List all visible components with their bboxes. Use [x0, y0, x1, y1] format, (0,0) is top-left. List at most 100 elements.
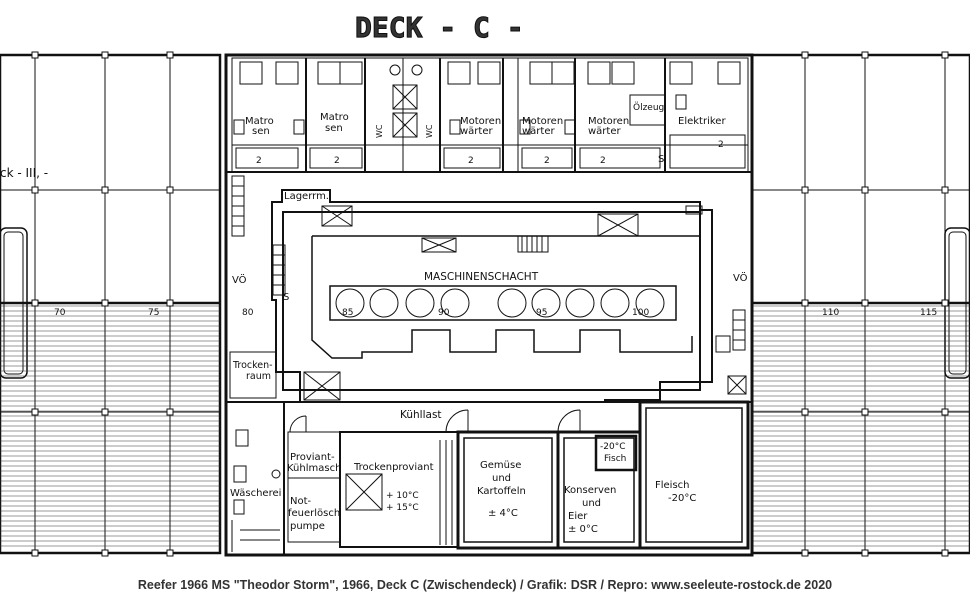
- right-hold-hatching: [752, 306, 970, 546]
- frame-post: [167, 187, 173, 193]
- room-label-lagerrm: Lagerrm.: [284, 191, 329, 202]
- frame-post: [942, 300, 948, 306]
- room-label-notfeuer-3: pumpe: [290, 521, 325, 532]
- frame-number-75: 75: [148, 308, 159, 318]
- frame-number-90: 90: [438, 308, 450, 318]
- room-label-notfeuer-2: feuerlösch: [288, 508, 340, 519]
- gemuse-temp: ± 4°C: [488, 508, 518, 519]
- beds-count-1: 2: [256, 156, 262, 166]
- beds-count-2: 2: [334, 156, 340, 166]
- frame-number-110: 110: [822, 308, 839, 318]
- frame-post: [802, 550, 808, 556]
- trockenraum-room: [230, 352, 340, 400]
- stair-marker-s-top: S: [658, 154, 664, 165]
- stairs-right: [716, 310, 746, 394]
- room-label-konserven-3: Eier: [568, 511, 588, 522]
- cabin-label-matrosen-1: Matro: [245, 116, 274, 127]
- room-label-kuhllast: Kühllast: [400, 409, 442, 421]
- room-label-wascherei: Wäscherei: [230, 488, 281, 499]
- image-caption: Reefer 1966 MS "Theodor Storm", 1966, De…: [137, 578, 833, 592]
- room-label-trockenraum-2: raum: [246, 371, 271, 382]
- cabin-label-elektriker: Elektriker: [678, 116, 726, 127]
- room-label-fisch: Fisch: [604, 454, 626, 464]
- cabin-label-matrosen-1b: sen: [252, 126, 270, 137]
- room-label-trockenraum-1: Trocken-: [232, 360, 273, 371]
- frame-post: [942, 187, 948, 193]
- room-label-notfeuer-1: Not-: [290, 496, 312, 507]
- beds-count-3: 2: [468, 156, 474, 166]
- room-label-gemuse-3: Kartoffeln: [477, 486, 526, 497]
- crew-cabin-row: [232, 58, 748, 172]
- cabin-label-motorenwarter-1: Motoren: [460, 116, 501, 127]
- frame-post: [802, 300, 808, 306]
- room-label-proviant-1: Proviant-: [290, 452, 335, 463]
- cabin-label-motorenwarter-1b: wärter: [460, 126, 493, 137]
- fleisch-temp: -20°C: [668, 493, 696, 504]
- frame-post: [32, 187, 38, 193]
- trocken-temp-1: + 10°C: [386, 491, 419, 501]
- frame-post: [167, 52, 173, 58]
- frame-post: [942, 550, 948, 556]
- main-engine-cylinders: [330, 286, 676, 320]
- hold-label-left: ck - III, -: [0, 166, 48, 180]
- frame-number-85: 85: [342, 308, 353, 318]
- frame-post: [802, 187, 808, 193]
- frame-post: [32, 52, 38, 58]
- frame-post: [32, 409, 38, 415]
- room-label-maschinenschacht: MASCHINENSCHACHT: [424, 271, 539, 283]
- room-label-fleisch: Fleisch: [655, 480, 690, 491]
- frame-post: [32, 300, 38, 306]
- frame-number-95: 95: [536, 308, 547, 318]
- frame-post: [862, 52, 868, 58]
- right-cargo-hold: [752, 55, 970, 553]
- cabin-label-wc-2: WC: [425, 124, 434, 138]
- cabin-label-matrosen-2: Matro: [320, 112, 349, 123]
- frame-post: [167, 300, 173, 306]
- cabin-label-motorenwarter-3b: wärter: [588, 126, 621, 137]
- deck-title: DECK - C -: [355, 11, 524, 44]
- room-label-trockenproviant: Trockenproviant: [353, 462, 434, 473]
- cabin-label-motorenwarter-2: Motoren: [522, 116, 563, 127]
- engine-casing: [272, 190, 712, 402]
- frame-post: [802, 52, 808, 58]
- room-label-olzeug: Ölzeug: [633, 102, 664, 113]
- room-label-proviant-2: Kühlmasch: [287, 463, 341, 474]
- frame-number-70: 70: [54, 308, 66, 318]
- frame-post: [942, 52, 948, 58]
- frame-post: [862, 300, 868, 306]
- cabin-label-matrosen-2b: sen: [325, 123, 343, 134]
- room-label-gemuse-2: und: [492, 473, 511, 484]
- frame-post: [167, 550, 173, 556]
- frame-number-80: 80: [242, 308, 254, 318]
- cabin-label-motorenwarter-2b: wärter: [522, 126, 555, 137]
- frame-post: [102, 52, 108, 58]
- cabin-label-wc-1: WC: [375, 124, 384, 138]
- trocken-temp-2: + 15°C: [386, 503, 419, 513]
- beds-count-4: 2: [544, 156, 550, 166]
- frame-post: [102, 409, 108, 415]
- marker-vo-left: VÖ: [232, 273, 247, 286]
- beds-count-6: 2: [718, 140, 724, 150]
- beds-count-5: 2: [600, 156, 606, 166]
- room-label-gemuse-1: Gemüse: [480, 460, 521, 471]
- frame-post: [102, 550, 108, 556]
- frame-post: [942, 409, 948, 415]
- frame-post: [102, 300, 108, 306]
- room-label-konserven-1: Konserven: [564, 485, 616, 496]
- frame-post: [102, 187, 108, 193]
- cabin-label-motorenwarter-3: Motoren: [588, 116, 629, 127]
- frame-number-115: 115: [920, 308, 937, 318]
- fisch-temp: -20°C: [600, 442, 625, 452]
- marker-vo-right: VÖ: [733, 271, 748, 284]
- frame-post: [802, 409, 808, 415]
- frame-posts: [32, 52, 948, 556]
- stair-marker-s-left: S: [283, 292, 289, 303]
- frame-post: [862, 409, 868, 415]
- frame-post: [167, 409, 173, 415]
- konserven-temp: ± 0°C: [568, 524, 598, 535]
- frame-post: [862, 550, 868, 556]
- frame-post: [32, 550, 38, 556]
- room-label-konserven-2: und: [582, 498, 601, 509]
- provision-rooms: [230, 402, 748, 555]
